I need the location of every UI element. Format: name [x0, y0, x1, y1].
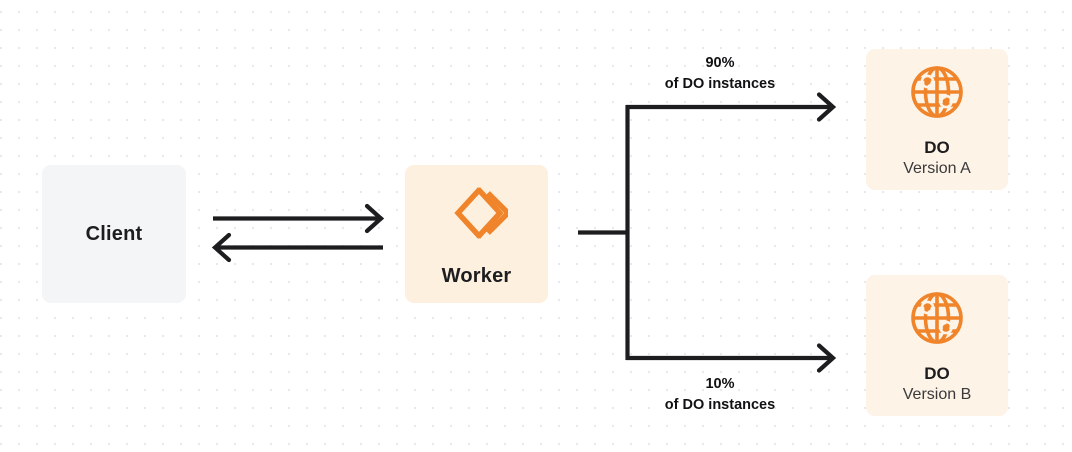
cloudflare-workers-icon	[446, 182, 512, 249]
edge-label-do-a: 90% of DO instances	[610, 53, 830, 94]
client-label: Client	[85, 222, 143, 245]
arrow-worker-to-do-b	[626, 343, 837, 373]
worker-label: Worker	[441, 265, 512, 287]
do-a-subtitle: Version A	[903, 159, 971, 177]
edge-label-do-b: 10% of DO instances	[610, 374, 830, 415]
do-b-title: DO	[924, 363, 950, 383]
globe-icon	[909, 290, 965, 351]
edge-label-do-b-percent: 10%	[705, 376, 735, 392]
node-do-version-b[interactable]: DO Version B	[866, 275, 1008, 416]
node-do-version-a[interactable]: DO Version A	[866, 49, 1008, 190]
node-client[interactable]: Client	[42, 165, 186, 303]
arrow-worker-to-do-a	[626, 92, 837, 122]
node-worker[interactable]: Worker	[405, 165, 548, 303]
edge-label-do-a-percent: 90%	[705, 55, 735, 71]
edge-label-do-a-caption: of DO instances	[664, 75, 776, 92]
do-b-subtitle: Version B	[902, 385, 972, 403]
globe-icon	[909, 64, 965, 125]
arrow-worker-to-client	[211, 232, 383, 263]
arrow-client-to-worker	[213, 203, 385, 234]
do-a-title: DO	[924, 137, 950, 157]
edge-label-do-b-caption: of DO instances	[664, 396, 776, 413]
connector-worker-split	[578, 105, 630, 360]
